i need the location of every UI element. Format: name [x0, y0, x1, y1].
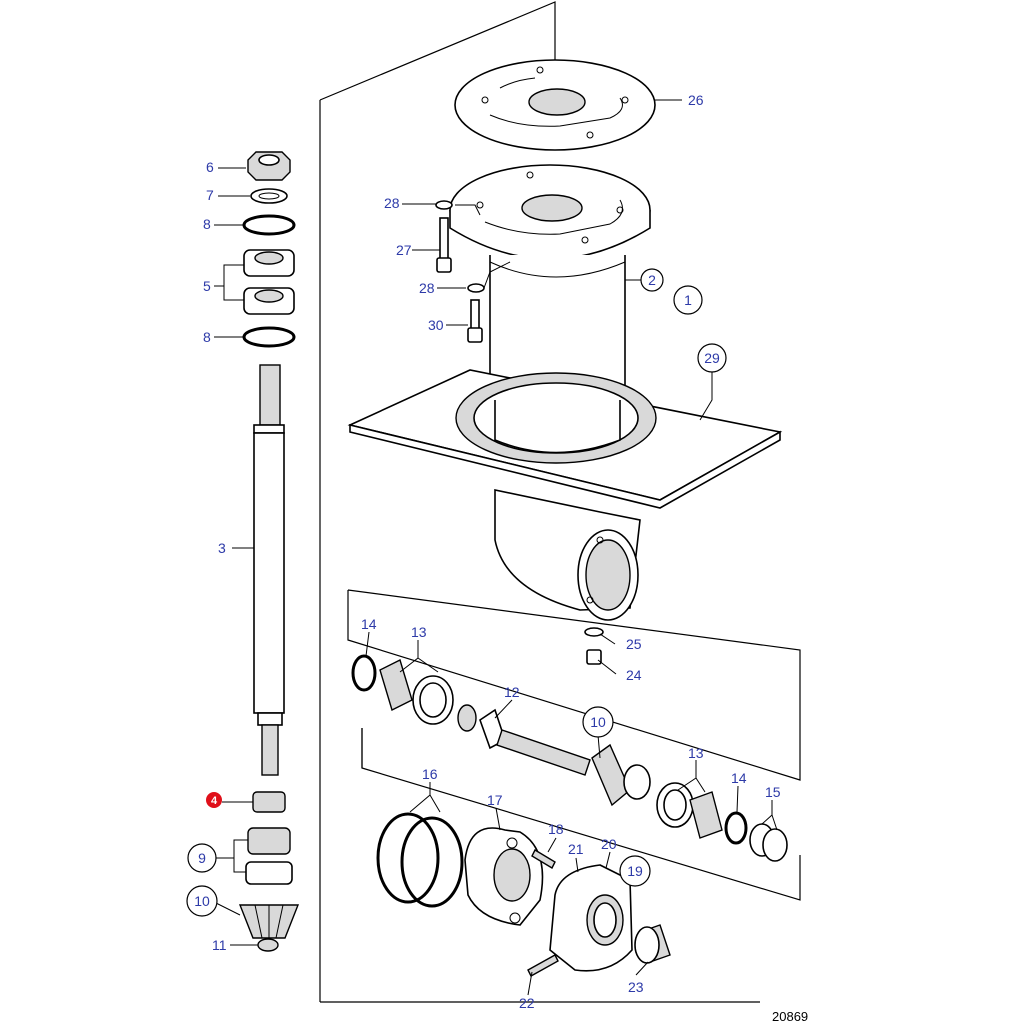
shaft-group-frame [347, 589, 801, 781]
gasket-plate [454, 59, 656, 151]
o-ring-8-lower [242, 326, 296, 348]
svg-text:1: 1 [684, 292, 692, 308]
callout-21: 21 [568, 841, 584, 857]
washer-28-lower [467, 283, 485, 293]
shim-15 [749, 823, 788, 862]
callout-27: 27 [396, 242, 412, 258]
screw-30 [467, 299, 483, 343]
bushing-4 [252, 791, 286, 813]
callout-23: 23 [628, 979, 644, 995]
callout-13-right: 13 [688, 745, 704, 761]
bearing-13-right [656, 782, 723, 839]
svg-text:9: 9 [198, 850, 206, 866]
o-ring-8-upper [242, 214, 296, 236]
callout-8-upper: 8 [203, 216, 211, 232]
housing-elbow [494, 489, 641, 621]
svg-text:2: 2 [648, 272, 656, 288]
callout-13-left: 13 [411, 624, 427, 640]
callout-11: 11 [212, 937, 227, 953]
o-ring-14-right [724, 811, 748, 845]
svg-text:29: 29 [704, 350, 720, 366]
callout-2-circle: 2 [640, 268, 664, 292]
diagram-reference-number: 20869 [772, 1009, 808, 1024]
drive-shaft-3 [253, 364, 285, 776]
callout-6: 6 [206, 159, 214, 175]
callout-18: 18 [548, 821, 564, 837]
o-ring-14-left [351, 654, 377, 692]
washer-7 [250, 188, 288, 204]
callout-10-circle-right: 10 [582, 706, 614, 738]
callout-14-right: 14 [731, 770, 747, 786]
callout-29-circle: 29 [697, 343, 727, 373]
nut-6 [247, 151, 291, 181]
svg-text:10: 10 [194, 893, 210, 909]
callout-28-lower: 28 [419, 280, 435, 296]
washer-28-upper [435, 200, 453, 210]
svg-text:10: 10 [590, 714, 606, 730]
bracket-20 [549, 864, 633, 972]
nut-11 [257, 938, 279, 952]
bearing-9 [245, 827, 293, 885]
callout-17: 17 [487, 792, 503, 808]
callout-30: 30 [428, 317, 444, 333]
callout-15: 15 [765, 784, 781, 800]
callout-24: 24 [626, 667, 642, 683]
washer-25 [584, 627, 604, 637]
mounting-plate [347, 369, 783, 509]
callout-1-circle: 1 [673, 285, 703, 315]
svg-text:4: 4 [211, 795, 218, 807]
svg-text:19: 19 [627, 863, 643, 879]
callout-22: 22 [519, 995, 535, 1011]
screw-24 [586, 649, 602, 665]
screw-22 [527, 954, 559, 977]
callout-19-circle: 19 [619, 855, 651, 887]
callout-20: 20 [601, 836, 617, 852]
callout-4-highlight: 4 [206, 792, 222, 808]
bearing-13-left [379, 659, 454, 725]
callout-8-lower: 8 [203, 329, 211, 345]
bushing-23 [634, 924, 671, 964]
bearing-5 [243, 249, 295, 315]
callout-7: 7 [206, 187, 214, 203]
callout-3: 3 [218, 540, 226, 556]
screw-27 [436, 217, 452, 273]
callout-5: 5 [203, 278, 211, 294]
callout-10-circle-left: 10 [186, 885, 218, 917]
callout-25: 25 [626, 636, 642, 652]
o-rings-16 [376, 812, 464, 908]
bevel-gear-10-left [238, 904, 300, 939]
pinion-shaft-12 [457, 704, 591, 776]
callout-16: 16 [422, 766, 438, 782]
clamp-17 [464, 827, 544, 926]
housing-flange [449, 164, 651, 260]
bevel-gear-10-right [591, 743, 651, 807]
leader-lines [214, 99, 778, 996]
callout-26: 26 [688, 92, 704, 108]
callout-14-left: 14 [361, 616, 377, 632]
callout-9-circle: 9 [187, 843, 217, 873]
callout-12: 12 [504, 684, 520, 700]
screw-18 [531, 849, 556, 869]
callout-28-upper: 28 [384, 195, 400, 211]
